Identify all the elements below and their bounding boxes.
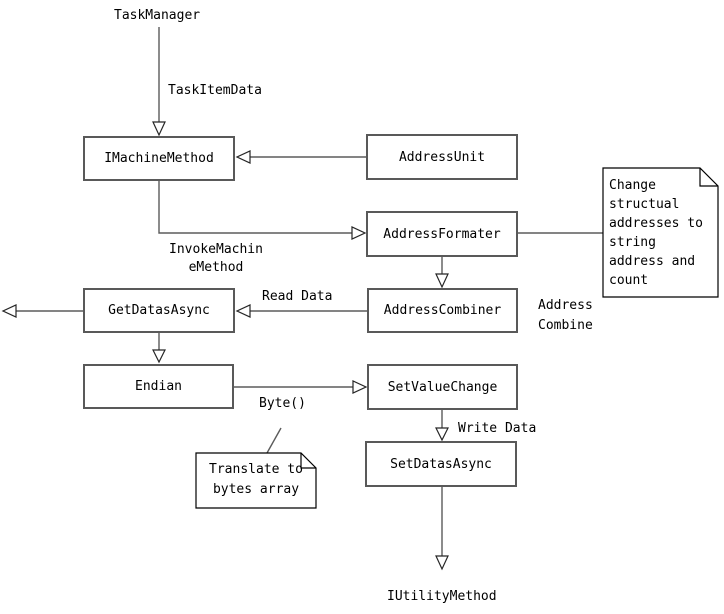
node-addressunit: AddressUnit <box>366 134 518 180</box>
arrowhead-down-icon <box>435 427 449 442</box>
arrowhead-left-icon <box>1 304 17 318</box>
note-fold-icon <box>699 168 718 187</box>
node-getdatasasync: GetDatasAsync <box>83 288 235 333</box>
arrowhead-left-icon <box>235 150 251 164</box>
arrowhead-down-icon <box>152 349 166 364</box>
note-fold-icon <box>300 453 316 469</box>
arrowhead-down-icon <box>152 121 166 137</box>
node-imachinemethod: IMachineMethod <box>83 136 235 181</box>
node-addresscombiner: AddressCombiner <box>367 288 518 333</box>
edge-imachinemethod-addressformater <box>158 181 352 234</box>
edge-label-writedata: Write Data <box>458 421 537 436</box>
note-text-change-structual: Change structual addresses to string add… <box>609 178 703 288</box>
arrowhead-down-icon <box>435 555 449 571</box>
arrowhead-right-icon <box>352 380 368 394</box>
edge-label-taskitemdata: TaskItemData <box>168 83 262 98</box>
note-text-translate-bytes: Translate to bytes array <box>209 462 303 497</box>
note-shape-translate-bytes <box>195 452 317 509</box>
start-label-taskmanager: TaskManager <box>114 8 201 23</box>
node-endian: Endian <box>83 364 234 409</box>
node-setdatasasync: SetDatasAsync <box>365 441 517 487</box>
edge-label-addresscombine: Address Combine <box>538 298 593 333</box>
edge-label-byte: Byte() <box>259 396 306 411</box>
edge-label-readdata: Read Data <box>262 289 333 304</box>
arrowhead-right-icon <box>351 226 367 240</box>
end-label-iutilitymethod: IUtilityMethod <box>387 589 497 604</box>
note-leader-line <box>266 427 282 454</box>
edge-label-invokemachinemethod: InvokeMachin eMethod <box>169 242 263 275</box>
arrowhead-down-icon <box>435 273 449 289</box>
arrowhead-left-icon <box>235 304 251 318</box>
node-addressformater: AddressFormater <box>366 211 518 257</box>
note-shape-change-structual <box>602 167 719 298</box>
node-setvaluechange: SetValueChange <box>367 364 518 410</box>
